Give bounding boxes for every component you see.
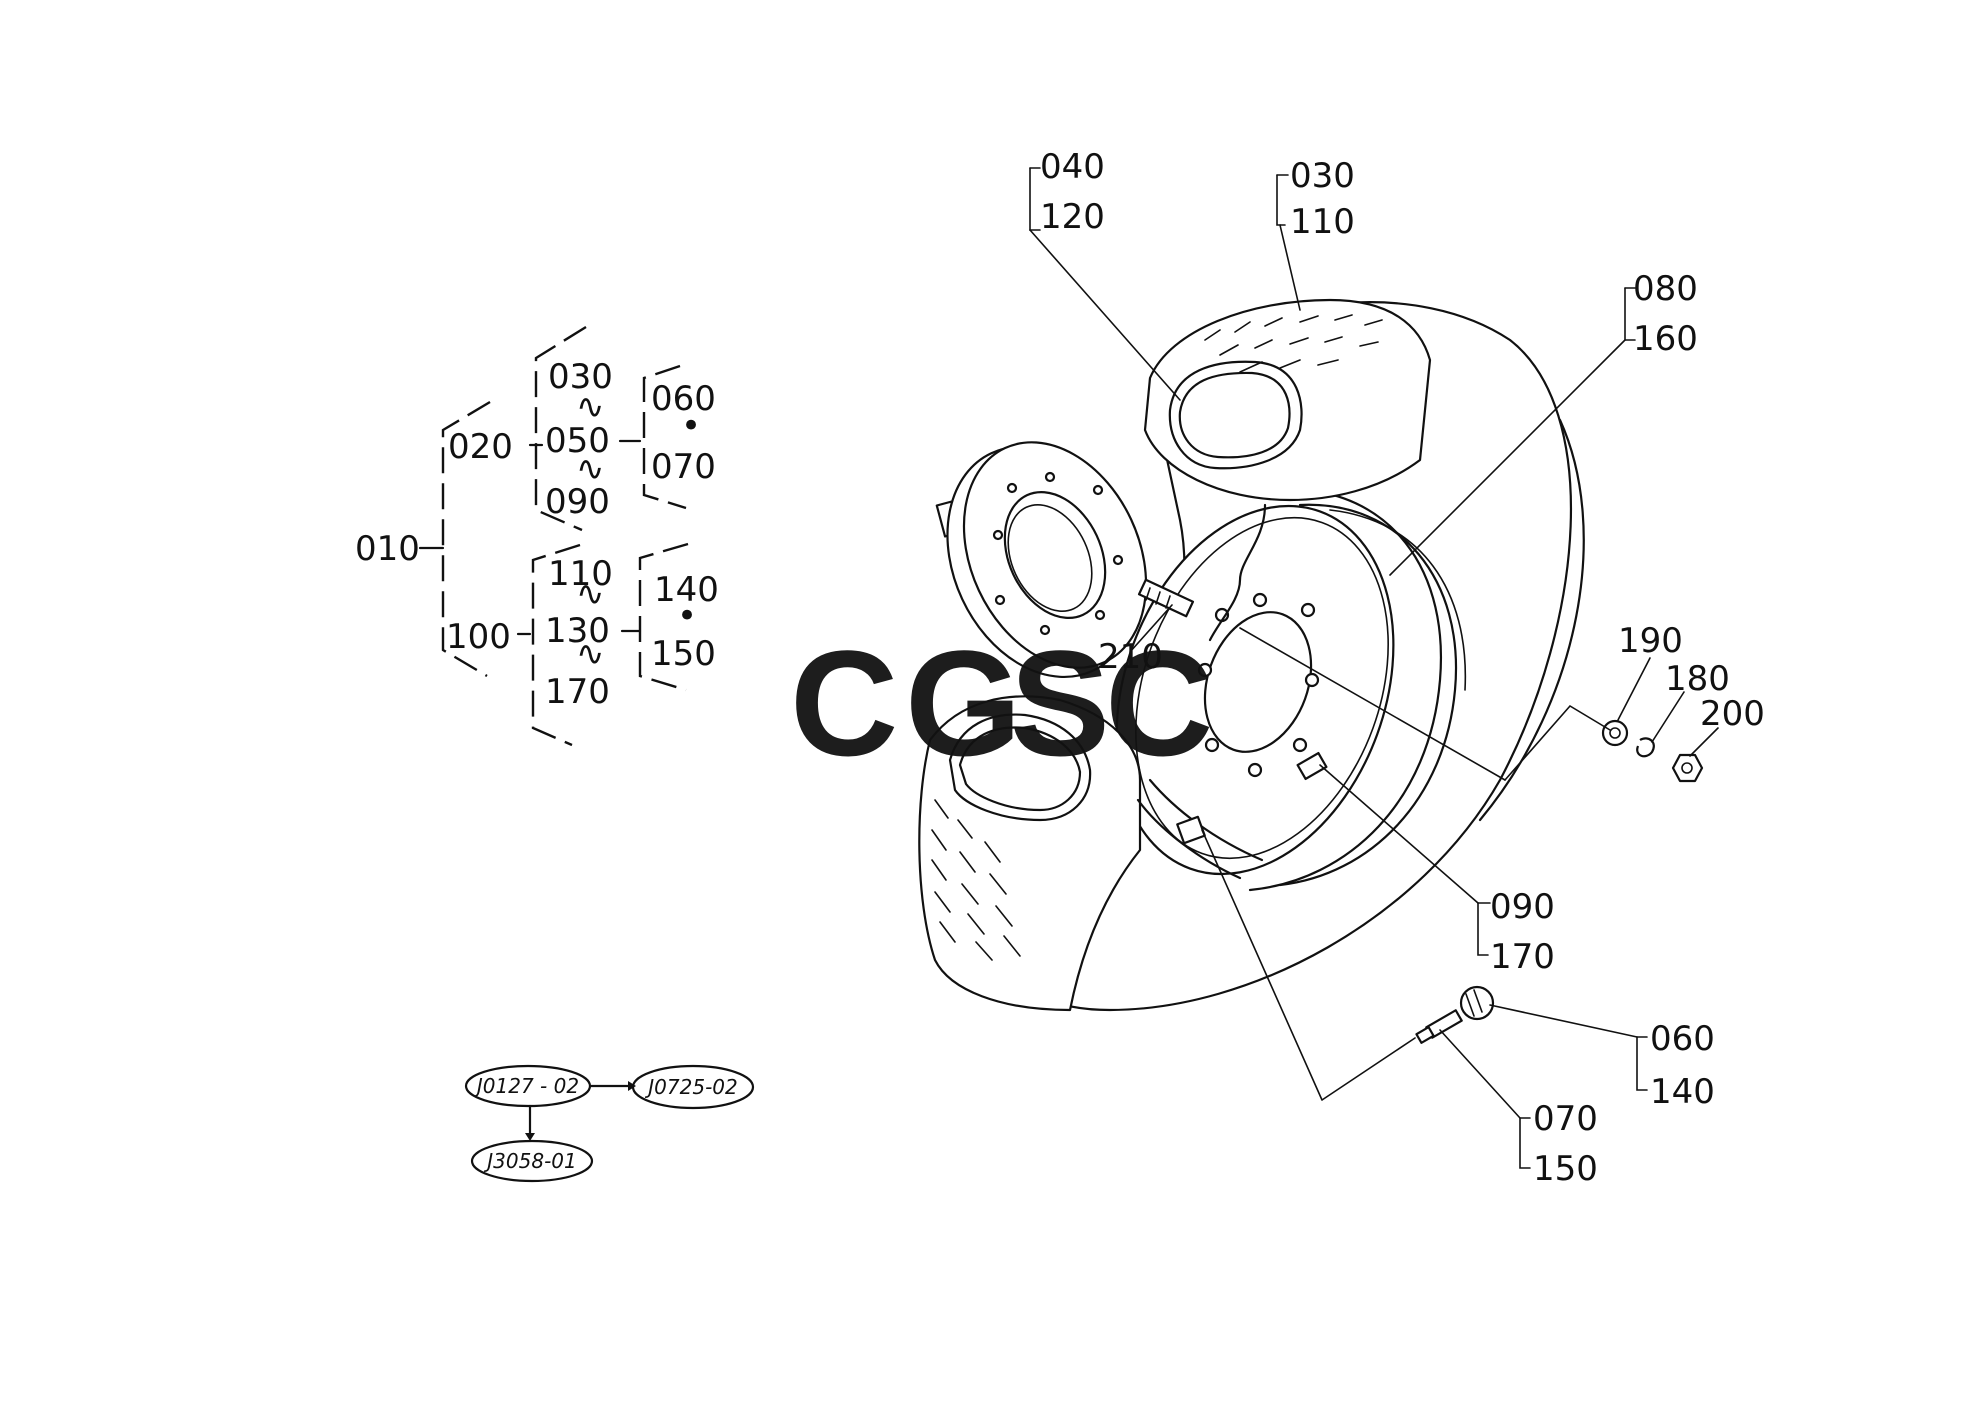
callout-160: 160 <box>1633 319 1698 359</box>
ref-label-1: J0127 - 02 <box>473 1074 579 1098</box>
tree-lower-last: 170 <box>545 672 610 712</box>
watermark-letter-4: C <box>1105 619 1213 787</box>
ref-label-3: J3058-01 <box>483 1149 576 1173</box>
callout-070: 070 <box>1533 1099 1598 1139</box>
wheel-assembly-drawing: 040 120 030 110 080 160 210 190 180 200 … <box>918 147 1765 1189</box>
ref-label-2: J0725-02 <box>644 1075 737 1099</box>
callout-200: 200 <box>1700 694 1765 734</box>
callout-180: 180 <box>1665 659 1730 699</box>
callout-040: 040 <box>1040 147 1105 187</box>
tree-root-label: 010 <box>355 529 420 569</box>
leader-lines <box>1029 167 1719 1169</box>
callout-210: 210 <box>1098 637 1163 677</box>
tree-level1-lower: 100 <box>446 617 511 657</box>
callout-labels: 040 120 030 110 080 160 210 190 180 200 … <box>1040 147 1765 1189</box>
callout-030: 030 <box>1290 156 1355 196</box>
small-parts <box>1137 578 1704 1044</box>
tree-lower-range-2: ∿ <box>576 634 605 674</box>
tree-sub-upper-first: 060 <box>651 379 716 419</box>
tire-bottom-section <box>918 695 1264 1012</box>
tree-lower-first: 110 <box>548 554 613 594</box>
watermark: C G S C <box>790 619 1213 787</box>
callout-080: 080 <box>1633 269 1698 309</box>
tree-upper-mid: 050 <box>545 421 610 461</box>
callout-150: 150 <box>1533 1149 1598 1189</box>
watermark-letter-3: S <box>1010 619 1110 787</box>
tree-bracket-level1 <box>441 400 491 678</box>
callout-110: 110 <box>1290 202 1355 242</box>
tree-sub-lower-first: 140 <box>654 570 719 610</box>
parts-tree: 010 020 100 030 ∿ 050 ∿ 090 060 • 070 11… <box>355 325 719 747</box>
callout-190: 190 <box>1618 621 1683 661</box>
tree-upper-range-1: ∿ <box>576 387 605 427</box>
tree-sub-upper-dot: • <box>681 406 701 446</box>
tree-bracket-upper <box>534 325 587 532</box>
watermark-letter-1: C <box>790 619 898 787</box>
callout-120: 120 <box>1040 197 1105 237</box>
callout-140: 140 <box>1650 1072 1715 1112</box>
tree-subbracket-upper <box>642 364 687 510</box>
tree-level1-upper: 020 <box>448 427 513 467</box>
tree-upper-last: 090 <box>545 482 610 522</box>
tree-bracket-lower <box>531 543 581 747</box>
tire-top-section <box>1143 298 1432 642</box>
watermark-letter-2: G <box>905 619 1022 787</box>
ref-oval-3 <box>470 1139 594 1183</box>
hub-flange <box>935 441 1148 679</box>
callout-090: 090 <box>1490 887 1555 927</box>
tree-upper-first: 030 <box>548 357 613 397</box>
callout-170: 170 <box>1490 937 1555 977</box>
tree-upper-range-2: ∿ <box>576 449 605 489</box>
tree-subbracket-lower <box>638 542 689 692</box>
tree-lower-range-1: ∿ <box>576 574 605 614</box>
reference-ovals: J0127 - 02 J0725-02 J3058-01 <box>464 1064 755 1183</box>
tree-sub-upper-last: 070 <box>651 447 716 487</box>
callout-060: 060 <box>1650 1019 1715 1059</box>
tree-lower-mid: 130 <box>545 611 610 651</box>
tree-sub-lower-dot: • <box>677 596 697 636</box>
tree-sub-lower-last: 150 <box>651 634 716 674</box>
